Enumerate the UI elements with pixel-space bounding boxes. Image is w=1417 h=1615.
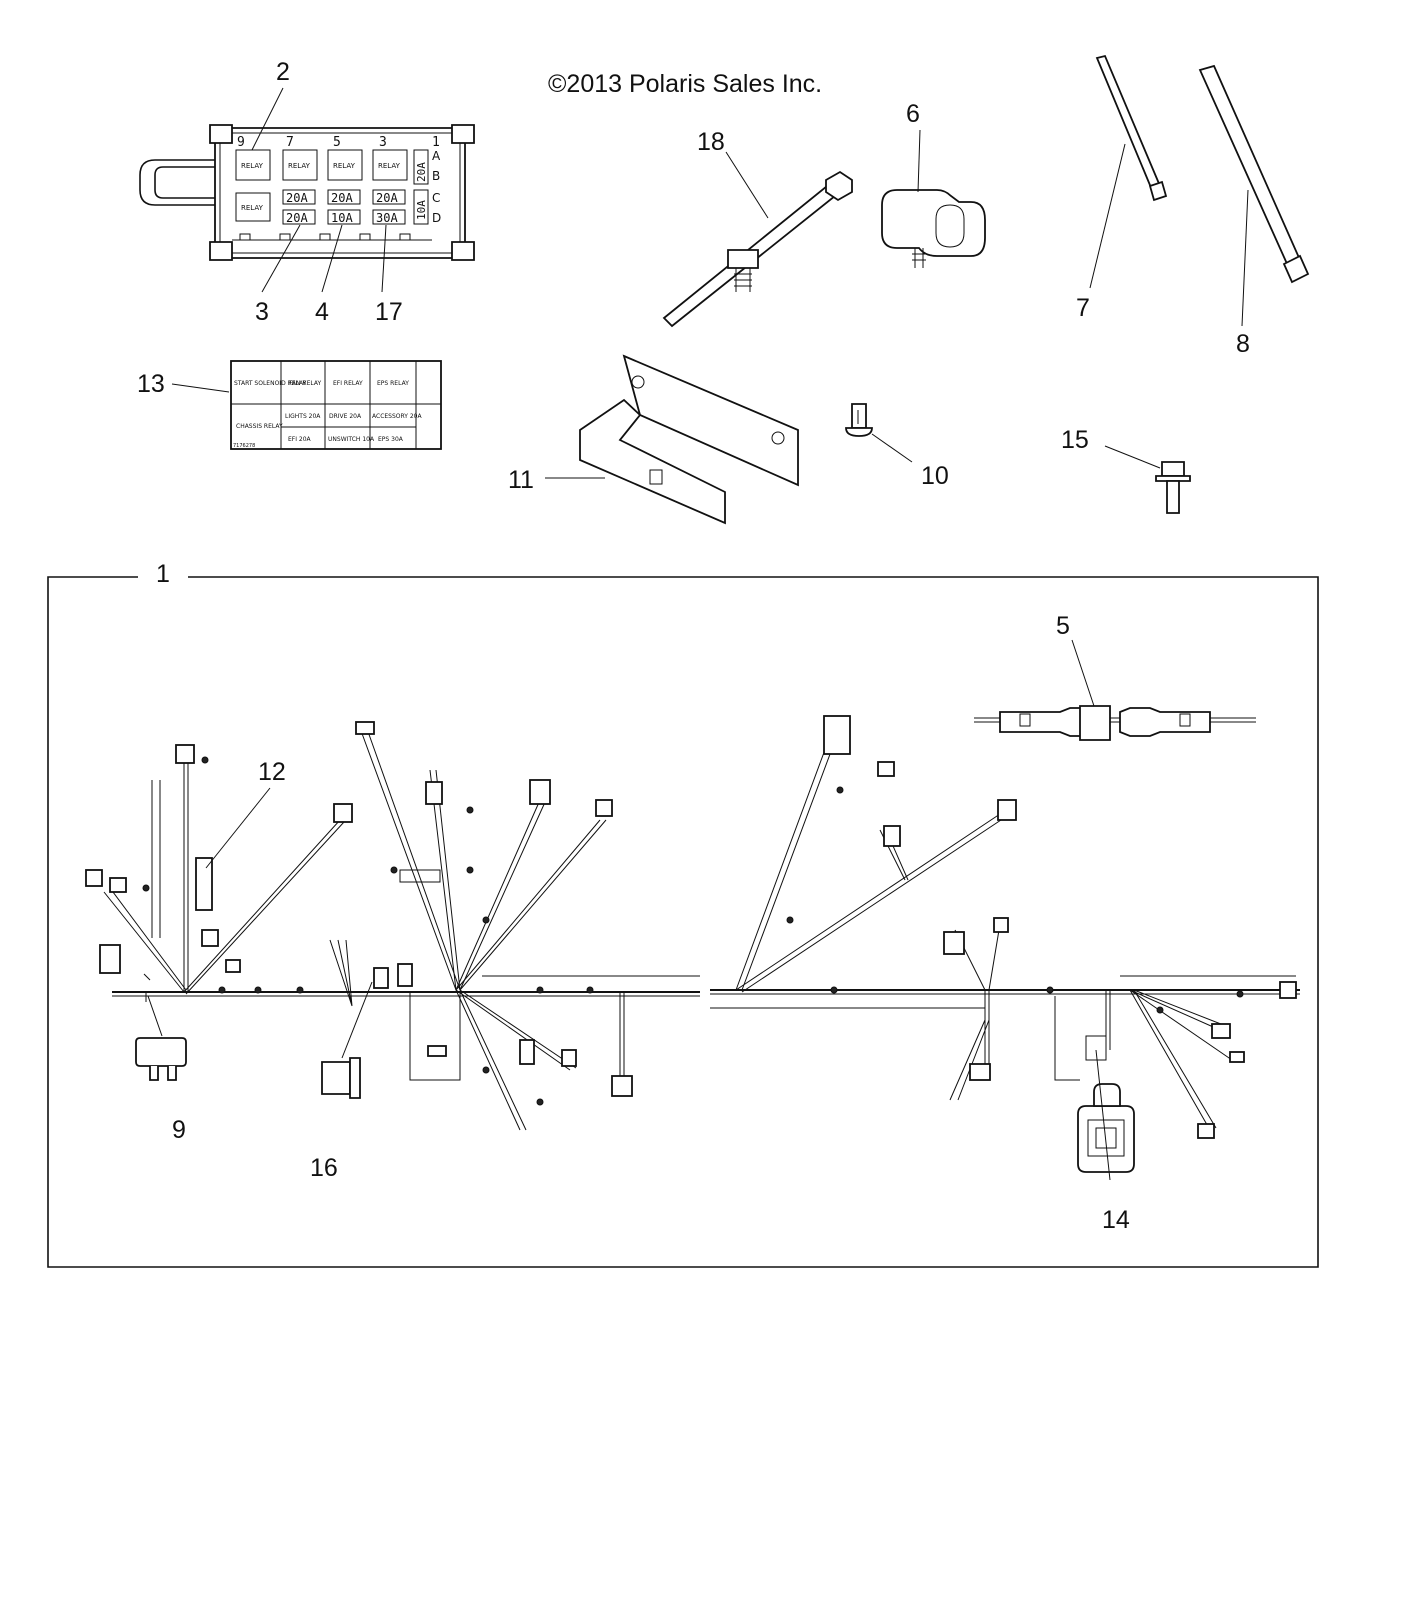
callout-14: 14 bbox=[1102, 1206, 1130, 1234]
callout-11: 11 bbox=[508, 466, 534, 494]
relay-label: RELAY bbox=[333, 162, 356, 170]
decal-cell: ACCESSORY 20A bbox=[372, 413, 423, 420]
fuse-row-letter: A bbox=[432, 149, 441, 163]
push-rivet bbox=[845, 403, 913, 463]
relay-label: RELAY bbox=[241, 204, 264, 212]
harness-clip bbox=[881, 129, 986, 268]
callout-8: 8 bbox=[1236, 330, 1250, 358]
relay-label: RELAY bbox=[378, 162, 401, 170]
relay-label: RELAY bbox=[241, 162, 264, 170]
fuse-rating: 30A bbox=[376, 211, 398, 225]
decal-cell: CHASSIS RELAY bbox=[236, 423, 283, 430]
decal-cell: START SOLENOID RELAY bbox=[234, 380, 307, 387]
callout-16: 16 bbox=[310, 1154, 338, 1182]
fuse-rating: 20A bbox=[286, 211, 308, 225]
leader-12 bbox=[205, 787, 271, 869]
fuse-box: 9 7 5 3 1 RELAY RELAY RELAY RELAY RELAY … bbox=[139, 87, 475, 293]
fuse-rating: 20A bbox=[415, 162, 428, 182]
decal-cell: EFI 20A bbox=[288, 436, 312, 443]
decal-cell: LIGHTS 20A bbox=[285, 413, 321, 420]
callout-3: 3 bbox=[255, 298, 269, 326]
decal-cell: EPS RELAY bbox=[377, 380, 409, 387]
cable-tie-small bbox=[1089, 54, 1168, 289]
flange-bolt bbox=[1104, 445, 1191, 514]
callout-18: 18 bbox=[697, 128, 725, 156]
relay-label: RELAY bbox=[288, 162, 311, 170]
fuse-row-letter: D bbox=[432, 211, 441, 225]
callout-9: 9 bbox=[172, 1116, 186, 1144]
fuse-rating: 20A bbox=[376, 191, 398, 205]
push-mount-cable-tie bbox=[662, 151, 853, 328]
fuse-box-slot-number: 1 bbox=[432, 135, 440, 150]
cable-tie-large bbox=[1198, 64, 1310, 327]
callout-10: 10 bbox=[921, 462, 949, 490]
decal-cell: UNSWITCH 10A bbox=[328, 436, 375, 443]
fuse-row-letter: B bbox=[432, 169, 440, 183]
callout-7: 7 bbox=[1076, 294, 1090, 322]
callout-6: 6 bbox=[906, 100, 920, 128]
fuse-box-slot-number: 7 bbox=[286, 135, 294, 150]
harness-frame bbox=[47, 576, 1319, 1268]
fuse-row-letter: C bbox=[432, 191, 440, 205]
decal-cell: FAN RELAY bbox=[289, 380, 321, 387]
chassis-relay bbox=[135, 995, 187, 1081]
fuse-box-slot-number: 9 bbox=[237, 135, 245, 150]
callout-12: 12 bbox=[258, 758, 286, 786]
callout-5: 5 bbox=[1056, 612, 1070, 640]
decal-part-number: 7176278 bbox=[233, 443, 255, 449]
decal-cell: DRIVE 20A bbox=[329, 413, 362, 420]
callout-13: 13 bbox=[137, 370, 165, 398]
fuse-rating: 10A bbox=[331, 211, 353, 225]
main-wiring-harness bbox=[85, 715, 1300, 1139]
callout-17: 17 bbox=[375, 298, 403, 326]
callout-4: 4 bbox=[315, 298, 329, 326]
fuse-rating: 20A bbox=[286, 191, 308, 205]
callout-1: 1 bbox=[156, 560, 170, 588]
mounting-bracket bbox=[545, 354, 799, 525]
fuse-rating: 10A bbox=[415, 200, 428, 220]
decal-cell: EFI RELAY bbox=[333, 380, 363, 387]
diagnostic-cap bbox=[1077, 1035, 1135, 1181]
harness-markers bbox=[142, 756, 1244, 1106]
fuse-box-slot-number: 3 bbox=[379, 135, 387, 150]
decal-cell: EPS 30A bbox=[378, 436, 404, 443]
fuse-rating: 20A bbox=[331, 191, 353, 205]
callout-2: 2 bbox=[276, 58, 290, 86]
fuse-decal: START SOLENOID RELAY FAN RELAY EFI RELAY… bbox=[171, 360, 442, 450]
fuse-box-slot-number: 5 bbox=[333, 135, 341, 150]
inline-connector bbox=[974, 639, 1256, 741]
terminal-connector bbox=[321, 981, 373, 1099]
callout-15: 15 bbox=[1061, 426, 1089, 454]
copyright-text: ©2013 Polaris Sales Inc. bbox=[548, 70, 822, 98]
